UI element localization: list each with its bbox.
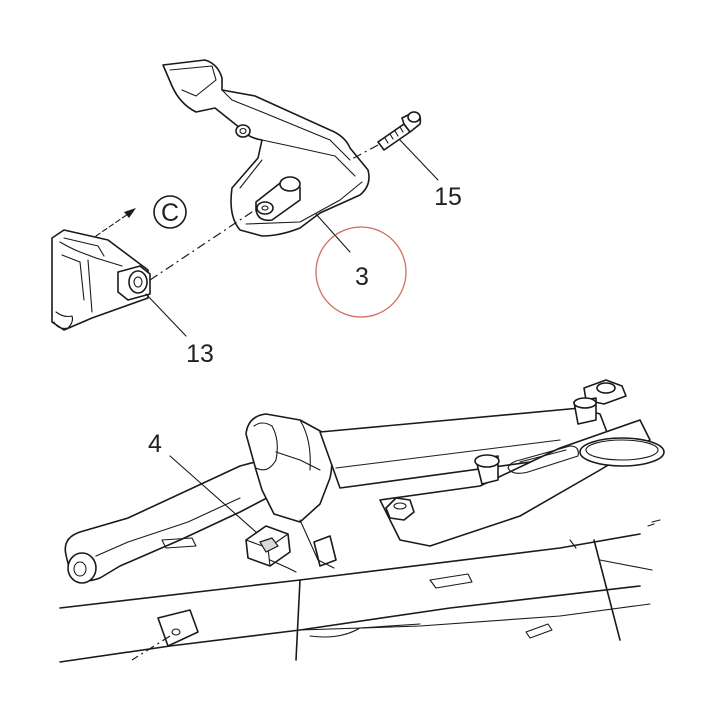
leader-15 [399,139,439,181]
view-marker-c: C [153,195,187,229]
sensor-part-4 [245,525,297,573]
direction-arrow [95,208,136,237]
highlight-circle [315,226,407,318]
callout-15: 15 [434,183,462,211]
leader-4 [169,455,257,533]
leader-3 [315,213,351,253]
callout-3: 3 [355,263,369,291]
leader-13 [145,293,187,337]
callout-13: 13 [186,340,214,368]
frame-assembly [59,379,665,663]
view-marker-label: C [161,199,179,227]
sensor-part-13 [51,207,259,331]
bolt-part-15 [349,111,422,161]
bracket-part-3 [162,59,370,237]
callout-4: 4 [148,430,162,458]
